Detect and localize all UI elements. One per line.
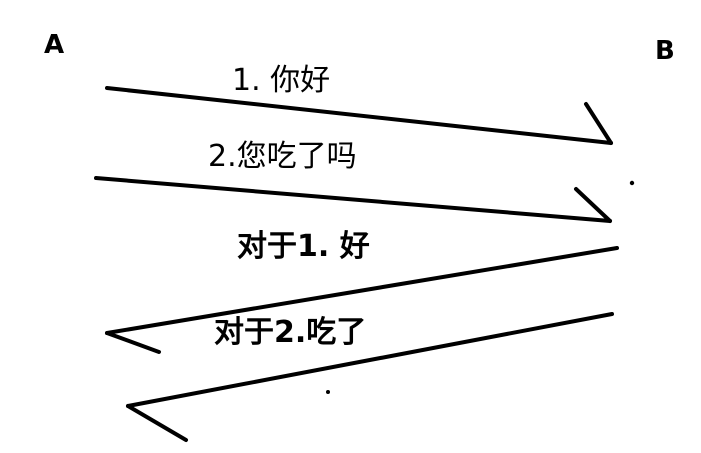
message-4-arrow-line <box>126 312 614 408</box>
node-b-label: B <box>655 36 675 66</box>
node-a-label: A <box>44 30 65 60</box>
message-1-arrow-line <box>105 86 613 145</box>
stray-dot <box>326 390 330 394</box>
message-3-arrow-line <box>105 246 619 335</box>
message-1-label: 1. 你好 <box>232 63 331 98</box>
message-1-arrowhead <box>584 102 613 145</box>
message-2-arrowhead <box>574 187 612 223</box>
message-4-label: 对于2.吃了 <box>214 315 367 350</box>
message-2-arrow-line <box>94 176 612 223</box>
message-2-label: 2.您吃了吗 <box>208 139 357 174</box>
stray-dot <box>629 180 635 186</box>
message-4-arrowhead <box>126 404 188 442</box>
message-3-label: 对于1. 好 <box>237 229 370 264</box>
message-3-arrowhead <box>105 331 161 354</box>
